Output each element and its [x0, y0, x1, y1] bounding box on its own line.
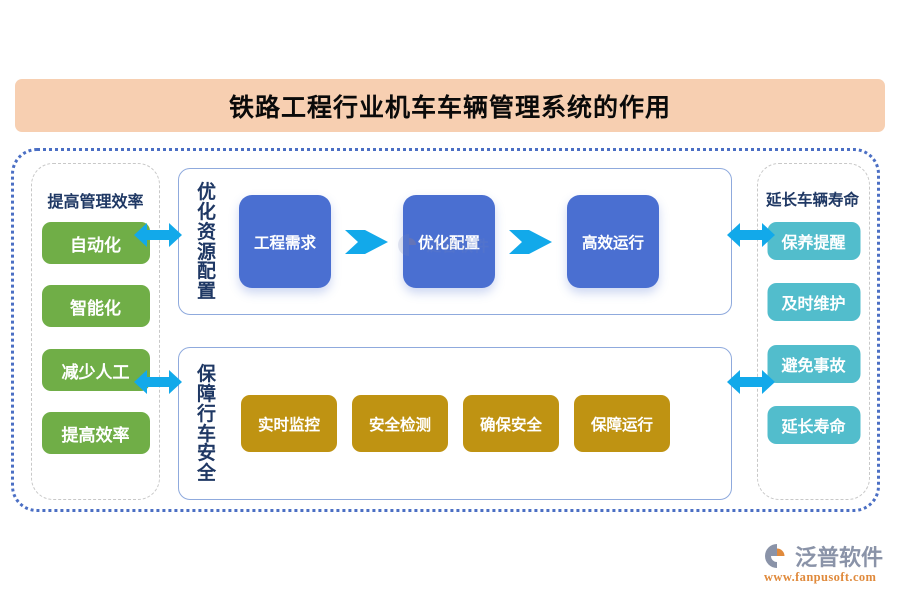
right-column-heading: 延长车辆寿命: [765, 192, 859, 209]
left-item-2[interactable]: 减少人工: [41, 349, 150, 391]
left-column: 提高管理效率 自动化 智能化 减少人工 提高效率: [31, 163, 160, 500]
vlabel-char: 全: [197, 463, 217, 484]
page-title: 铁路工程行业机车车辆管理系统的作用: [228, 93, 671, 122]
right-item-0[interactable]: 保养提醒: [767, 222, 860, 260]
top-panel-vertical-label: 优 化 资 源 配 置: [197, 177, 216, 308]
left-column-heading: 提高管理效率: [47, 194, 144, 211]
arrow-right-icon: [509, 229, 552, 254]
double-arrow-right-bottom-icon: [727, 370, 775, 394]
top-panel: 优 化 资 源 配 置 工程需求 优化配置 高效运行: [178, 168, 732, 315]
left-item-0[interactable]: 自动化: [41, 222, 150, 264]
title-banner: 铁路工程行业机车车辆管理系统的作用: [15, 79, 885, 132]
right-item-3[interactable]: 延长寿命: [767, 406, 860, 444]
vlabel-char: 配: [197, 261, 217, 283]
vlabel-char: 优: [197, 182, 217, 204]
bottom-panel: 保 障 行 车 安 全 实时监控 安全检测 确保安全 保障运行: [178, 347, 732, 500]
gold-card-1[interactable]: 安全检测: [352, 395, 448, 452]
vlabel-char: 安: [197, 443, 217, 465]
flow-card-1[interactable]: 优化配置: [403, 195, 495, 288]
flow-row: 工程需求 优化配置 高效运行: [239, 169, 731, 314]
brand-logo: 泛普软件 www.fanpusoft.com: [762, 541, 890, 589]
vlabel-char: 障: [197, 384, 217, 405]
outer-dotted-frame: [11, 148, 880, 512]
flow-card-2[interactable]: 高效运行: [567, 195, 659, 288]
right-column: 延长车辆寿命 保养提醒 及时维护 避免事故 延长寿命: [757, 163, 870, 500]
gold-card-2[interactable]: 确保安全: [463, 395, 559, 452]
double-arrow-left-bottom-icon: [134, 370, 182, 394]
vlabel-char: 源: [197, 241, 217, 263]
gold-card-3[interactable]: 保障运行: [574, 395, 670, 452]
double-arrow-right-top-icon: [727, 223, 775, 247]
arrow-right-icon: [345, 229, 388, 254]
left-item-3[interactable]: 提高效率: [41, 412, 150, 454]
left-item-1[interactable]: 智能化: [41, 285, 150, 327]
flow-card-0[interactable]: 工程需求: [239, 195, 331, 288]
right-item-2[interactable]: 避免事故: [767, 345, 860, 383]
vlabel-char: 化: [197, 202, 217, 223]
vlabel-char: 置: [197, 281, 217, 302]
double-arrow-left-top-icon: [134, 223, 182, 247]
logo-name: 泛普软件: [795, 545, 884, 570]
vlabel-char: 保: [197, 364, 217, 386]
logo-mark-icon: [765, 544, 785, 568]
vlabel-char: 车: [197, 423, 217, 445]
right-item-1[interactable]: 及时维护: [767, 283, 860, 321]
bottom-panel-vertical-label: 保 障 行 车 安 全: [197, 358, 216, 491]
vlabel-char: 资: [197, 221, 217, 243]
gold-card-0[interactable]: 实时监控: [241, 395, 337, 452]
gold-row: 实时监控 安全检测 确保安全 保障运行: [241, 348, 731, 499]
vlabel-char: 行: [197, 403, 217, 425]
logo-url: www.fanpusoft.com: [764, 570, 877, 584]
